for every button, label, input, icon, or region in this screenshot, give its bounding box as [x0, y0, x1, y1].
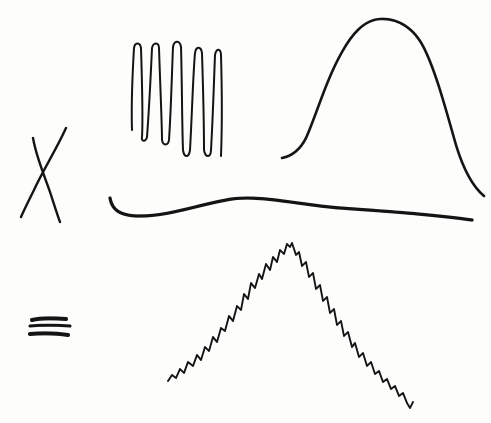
equals-symbol	[28, 316, 72, 337]
zigzag-oscillation	[130, 40, 223, 157]
equals-stroke-mid	[28, 323, 72, 328]
jagged-peak-curve	[167, 242, 414, 409]
equals-stroke-bottom	[28, 331, 70, 337]
cross-stroke-left	[19, 126, 68, 219]
long-baseline	[108, 196, 474, 222]
equals-stroke-top	[30, 316, 68, 322]
cross-symbol	[19, 126, 68, 224]
smooth-bell-curve	[280, 17, 486, 198]
cross-stroke-right	[31, 136, 62, 224]
